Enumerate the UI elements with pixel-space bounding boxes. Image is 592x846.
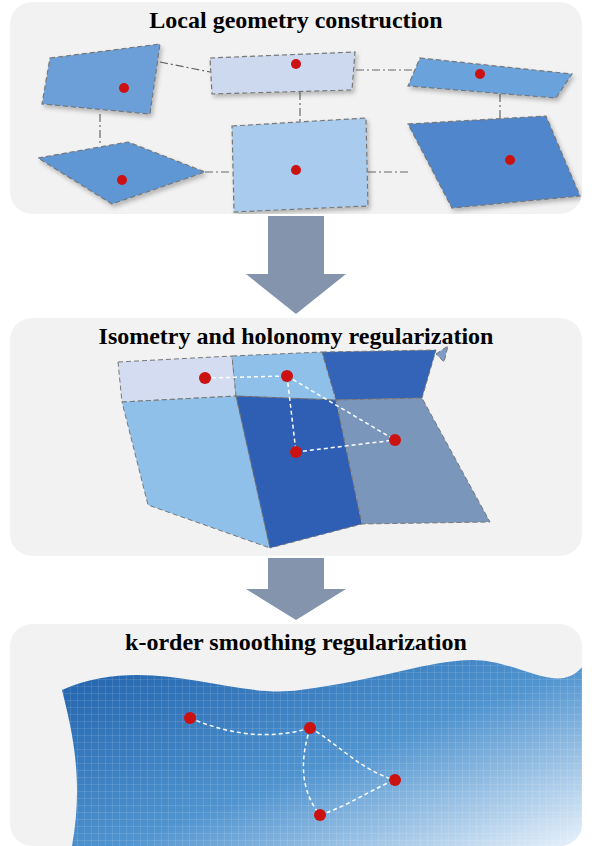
smooth-surface-illustration (10, 624, 582, 846)
panel-title: k-order smoothing regularization (10, 624, 582, 656)
block-arrow (246, 558, 346, 620)
panel-title: Local geometry construction (10, 2, 582, 34)
folded-surface-illustration (10, 318, 582, 556)
local-patches-illustration (10, 2, 582, 214)
block-arrow (246, 216, 346, 314)
stage-panel: Isometry and holonomy regularization (10, 318, 582, 556)
stage-panel: Local geometry construction (10, 2, 582, 214)
stage-panel: k-order smoothing regularization (10, 624, 582, 846)
panel-title: Isometry and holonomy regularization (10, 318, 582, 350)
